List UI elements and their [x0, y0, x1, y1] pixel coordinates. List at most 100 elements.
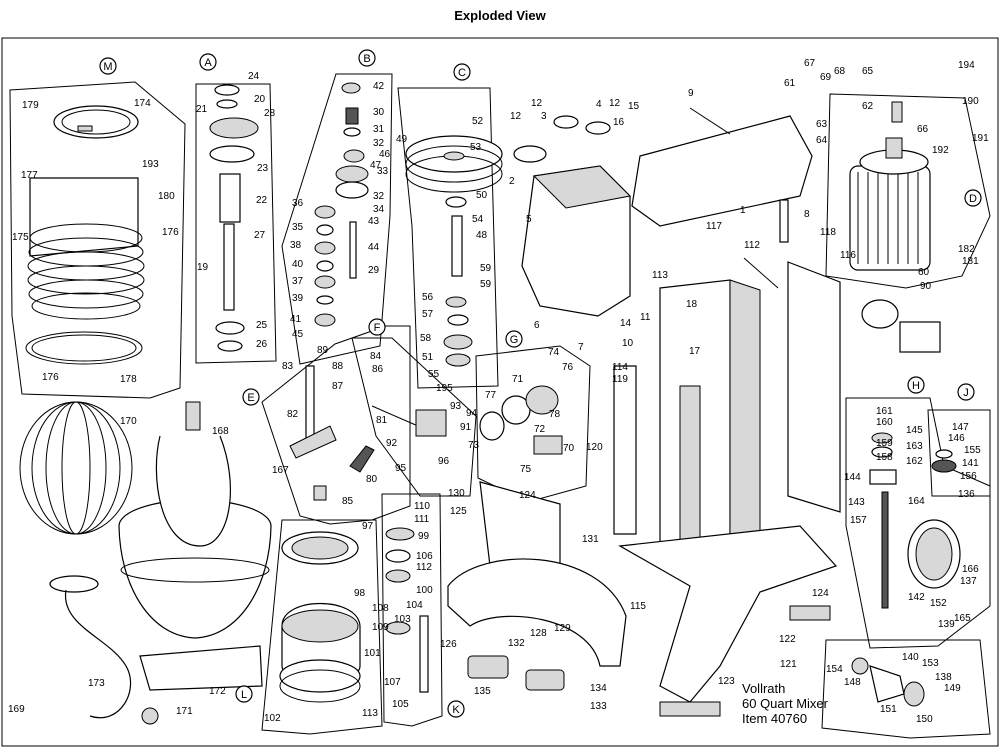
group-label-F: F: [368, 318, 386, 336]
group-label-text: J: [963, 387, 969, 399]
part-number-4: 4: [596, 99, 602, 110]
group-label-L: L: [235, 685, 253, 703]
part-number-150: 150: [916, 714, 933, 725]
part-number-114: 114: [612, 362, 628, 373]
part-number-89: 89: [317, 345, 329, 356]
group-label-circle: [199, 53, 217, 71]
part-number-116: 116: [840, 250, 856, 261]
part-number-36: 36: [292, 198, 304, 209]
part-number-133: 133: [590, 701, 607, 712]
part-number-102: 102: [264, 713, 281, 724]
part-number-159: 159: [876, 438, 893, 449]
group-label-circle: [907, 376, 925, 394]
part-number-80: 80: [366, 474, 378, 485]
part-number-50: 50: [476, 190, 488, 201]
part-number-129: 129: [554, 623, 571, 634]
part-number-73: 73: [468, 440, 480, 451]
part-number-130: 130: [448, 488, 465, 499]
part-number-178: 178: [120, 374, 137, 385]
part-number-43: 43: [368, 216, 380, 227]
part-number-98: 98: [354, 588, 366, 599]
diagram-frame: [1, 37, 999, 747]
group-label-J: J: [957, 383, 975, 401]
part-number-179: 179: [22, 100, 39, 111]
part-number-125: 125: [450, 506, 467, 517]
part-number-170: 170: [120, 416, 137, 427]
part-number-175: 175: [12, 232, 29, 243]
group-label-E: E: [242, 388, 260, 406]
part-number-144: 144: [844, 472, 861, 483]
part-number-141: 141: [962, 458, 979, 469]
part-number-59: 59: [480, 279, 492, 290]
part-number-113: 113: [362, 708, 378, 719]
part-number-119: 119: [612, 374, 628, 385]
part-number-143: 143: [848, 497, 865, 508]
part-number-191: 191: [972, 133, 989, 144]
part-number-97: 97: [362, 521, 374, 532]
part-number-83: 83: [282, 361, 294, 372]
part-number-53: 53: [470, 142, 482, 153]
group-label-text: B: [363, 53, 370, 65]
part-number-63: 63: [816, 119, 828, 130]
part-number-16: 16: [613, 117, 625, 128]
part-number-10: 10: [622, 338, 634, 349]
part-number-40: 40: [292, 259, 304, 270]
part-number-113: 113: [652, 270, 668, 281]
part-number-172: 172: [209, 686, 226, 697]
part-number-109: 109: [372, 622, 389, 633]
part-number-35: 35: [292, 222, 304, 233]
part-number-140: 140: [902, 652, 919, 663]
part-number-93: 93: [450, 401, 462, 412]
part-number-131: 131: [582, 534, 599, 545]
part-number-181: 181: [962, 256, 979, 267]
part-number-104: 104: [406, 600, 423, 611]
group-label-text: L: [241, 689, 247, 701]
part-number-76: 76: [562, 362, 574, 373]
part-number-41: 41: [290, 314, 302, 325]
group-label-text: F: [374, 322, 381, 334]
part-number-118: 118: [820, 227, 836, 238]
part-number-2: 2: [509, 176, 515, 187]
part-number-9: 9: [688, 88, 694, 99]
part-number-57: 57: [422, 309, 434, 320]
part-number-123: 123: [718, 676, 735, 687]
part-number-92: 92: [386, 438, 398, 449]
group-label-circle: [453, 63, 471, 81]
part-number-49: 49: [396, 134, 408, 145]
part-number-20: 20: [254, 94, 266, 105]
part-number-81: 81: [376, 415, 388, 426]
part-number-155: 155: [964, 445, 981, 456]
part-number-22: 22: [256, 195, 268, 206]
part-number-122: 122: [779, 634, 796, 645]
part-number-84: 84: [370, 351, 382, 362]
group-label-H: H: [907, 376, 925, 394]
part-number-74: 74: [548, 347, 560, 358]
part-number-25: 25: [256, 320, 268, 331]
part-number-157: 157: [850, 515, 867, 526]
part-number-94: 94: [466, 408, 478, 419]
part-number-82: 82: [287, 409, 299, 420]
group-label-circle: [964, 189, 982, 207]
part-number-55: 55: [428, 369, 440, 380]
part-number-180: 180: [158, 191, 175, 202]
part-number-91: 91: [460, 422, 472, 433]
part-number-21: 21: [196, 104, 208, 115]
part-number-88: 88: [332, 361, 344, 372]
group-label-text: C: [458, 67, 466, 79]
part-number-70: 70: [563, 443, 575, 454]
group-label-text: A: [204, 57, 212, 69]
part-number-112: 112: [416, 562, 432, 573]
product-caption: Vollrath 60 Quart Mixer Item 40760: [742, 681, 829, 726]
part-number-59: 59: [480, 263, 492, 274]
part-number-19: 19: [197, 262, 209, 273]
group-label-K: K: [447, 700, 465, 718]
part-number-156: 156: [960, 471, 977, 482]
part-number-42: 42: [373, 81, 385, 92]
part-number-106: 106: [416, 551, 433, 562]
group-label-circle: [957, 383, 975, 401]
part-number-14: 14: [620, 318, 632, 329]
group-label-circle: [235, 685, 253, 703]
part-number-173: 173: [88, 678, 105, 689]
part-number-195: 195: [436, 383, 453, 394]
part-number-152: 152: [930, 598, 947, 609]
